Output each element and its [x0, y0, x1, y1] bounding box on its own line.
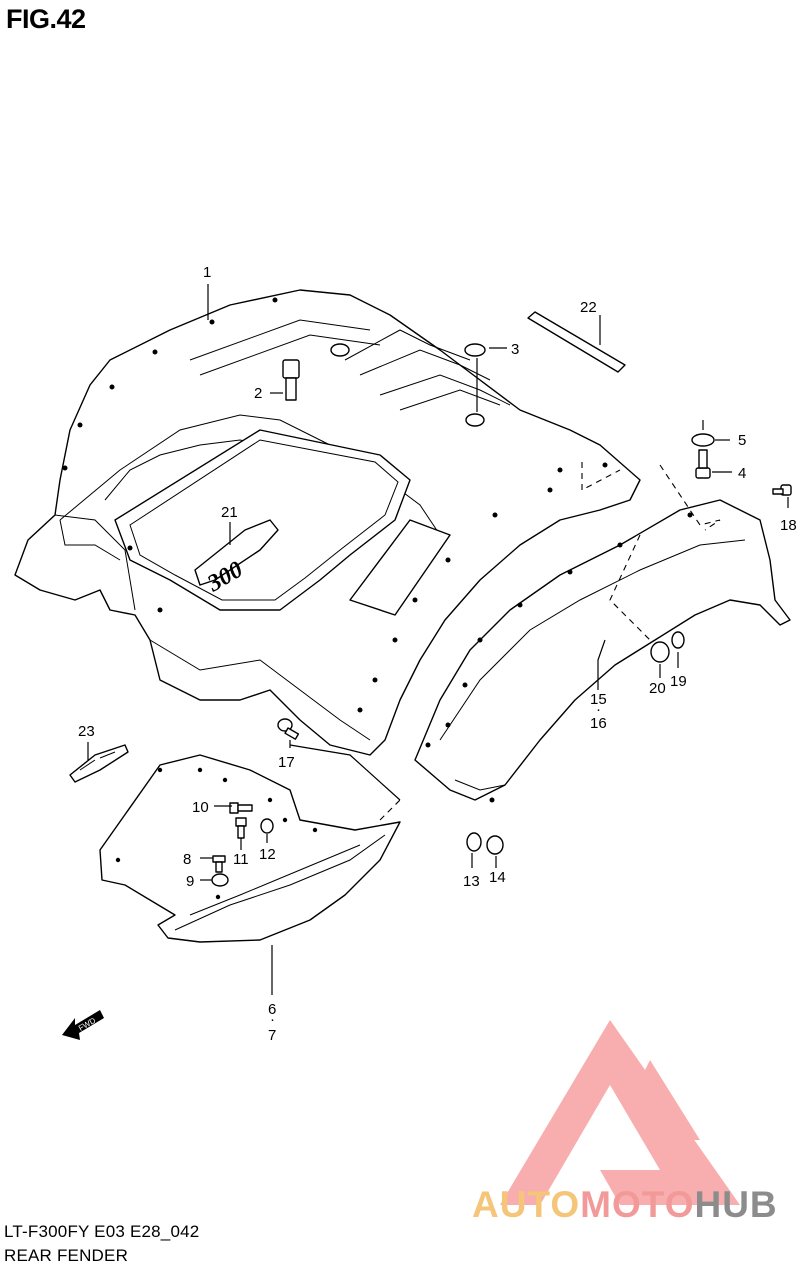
- callout-14: 14: [489, 869, 506, 886]
- model-code: LT-F300FY E03 E28_042: [4, 1222, 200, 1241]
- callout-15-dot: ·: [596, 701, 601, 718]
- callout-17: 17: [278, 754, 295, 771]
- callout-1: 1: [203, 264, 211, 281]
- callout-11: 11: [233, 851, 249, 868]
- brand-hub: HUB: [694, 1184, 778, 1225]
- nut-14: [486, 835, 504, 855]
- screw-17: [277, 718, 300, 740]
- grommet-3: [330, 343, 486, 427]
- assembly-dash-lines: [379, 462, 721, 821]
- watermark-logo: [500, 1020, 740, 1205]
- callout-18: 18: [780, 517, 797, 534]
- callout-6-dot: ·: [270, 1011, 275, 1028]
- callout-10: 10: [192, 799, 209, 816]
- callout-19: 19: [670, 673, 687, 690]
- callout-numbers: 1 2 3 4 5 6 · 7 8 9 10 11 12 13 14 15 · …: [78, 264, 797, 1044]
- callout-20: 20: [649, 680, 666, 697]
- figure-title: FIG.42: [6, 4, 86, 34]
- callout-16: 16: [590, 715, 607, 732]
- callout-5: 5: [738, 432, 746, 449]
- callout-6: 6: [268, 1001, 276, 1018]
- washer-19: [671, 631, 685, 649]
- washer-5: [691, 433, 715, 447]
- screw-10: [229, 802, 253, 814]
- callout-7: 7: [268, 1027, 276, 1044]
- bolt-4: [695, 449, 711, 479]
- rear-fender-main: [14, 289, 641, 756]
- callout-23: 23: [78, 723, 95, 740]
- brand-auto: AUTO: [472, 1184, 581, 1225]
- fwd-arrow: FWD: [62, 1010, 104, 1040]
- emblem-23: [69, 744, 129, 783]
- washer-13: [466, 832, 482, 852]
- brand-moto: MOTO: [580, 1184, 695, 1225]
- mud-guard: [99, 754, 401, 943]
- section-name: REAR FENDER: [4, 1246, 129, 1265]
- callout-21: 21: [221, 504, 238, 521]
- screw-8: [212, 855, 226, 873]
- callout-3: 3: [511, 341, 519, 358]
- washer-9: [211, 873, 229, 887]
- callout-2: 2: [254, 385, 262, 402]
- watermark-brand: AUTOMOTOHUB: [472, 1184, 778, 1226]
- washer-12: [260, 818, 274, 834]
- callout-8: 8: [183, 851, 191, 868]
- nut-20: [650, 641, 670, 663]
- bolt-2: [282, 359, 300, 401]
- bolt-18: [772, 484, 792, 496]
- rubber-strip: [527, 311, 626, 373]
- callout-13: 13: [463, 873, 480, 890]
- screw-11: [235, 817, 247, 839]
- leader-lines: [87, 284, 789, 995]
- callout-4: 4: [738, 465, 746, 482]
- callout-12: 12: [259, 846, 276, 863]
- callout-15: 15: [590, 691, 607, 708]
- fender-flare: [414, 499, 791, 803]
- callout-9: 9: [186, 873, 194, 890]
- callout-22: 22: [580, 299, 597, 316]
